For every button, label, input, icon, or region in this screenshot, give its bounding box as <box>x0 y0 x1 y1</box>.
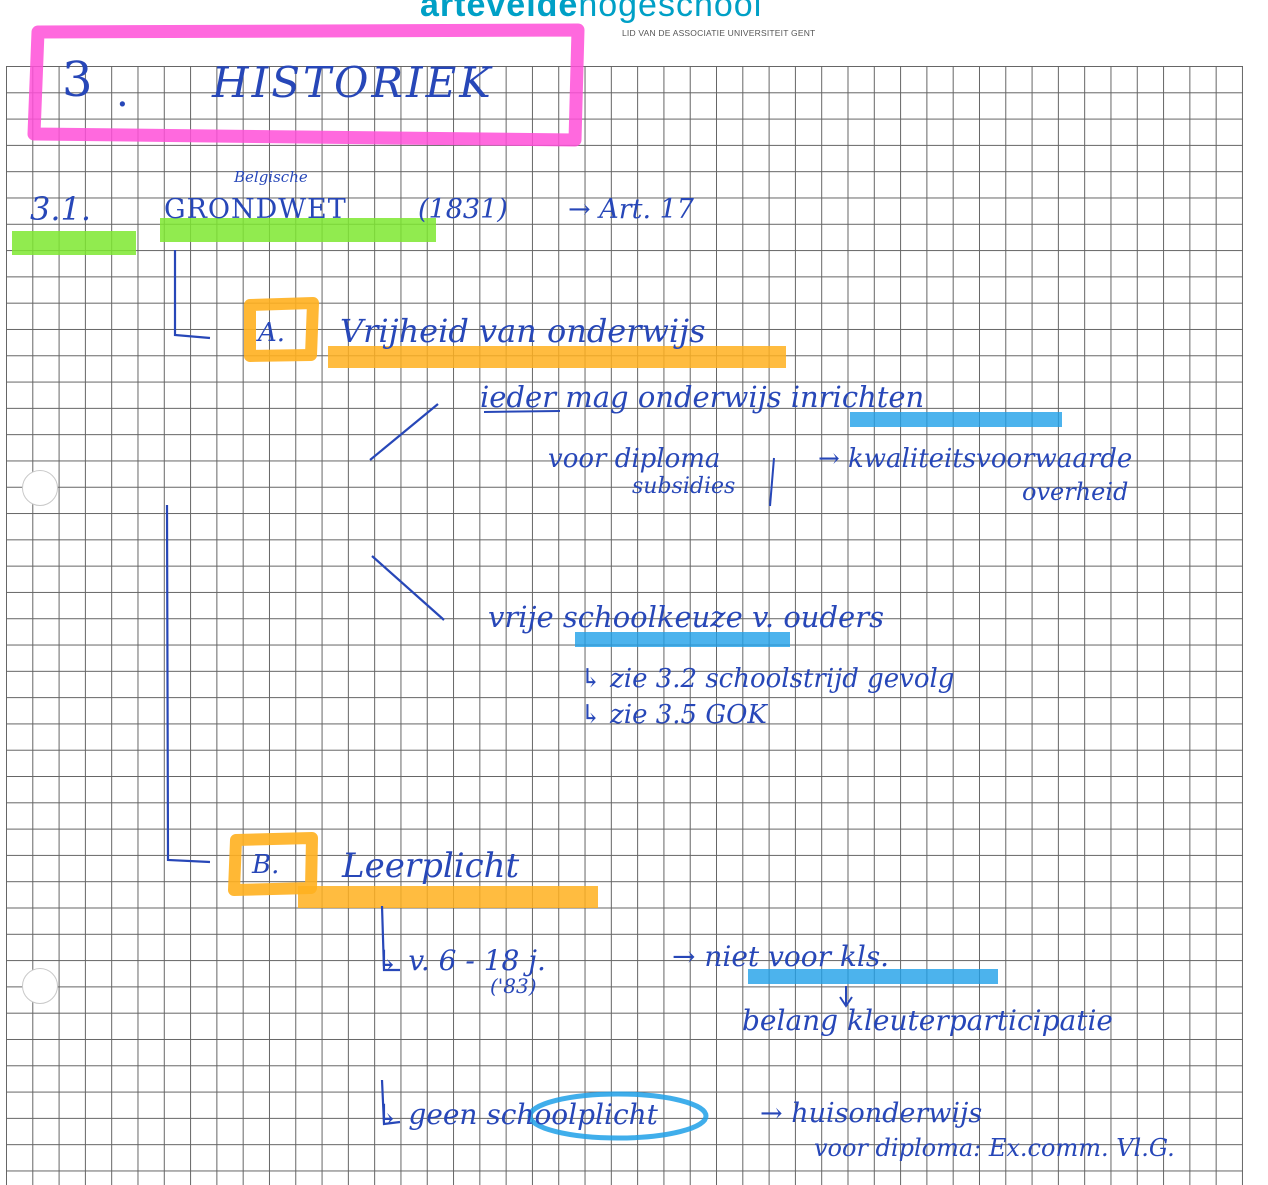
brand-bold: artevelde <box>420 0 579 24</box>
tree-line-b2 <box>380 1079 401 1126</box>
branch-up <box>369 403 439 461</box>
inrichten-highlight <box>850 412 1062 427</box>
chapter-title: HISTORIEK <box>212 58 494 107</box>
section-ref: → Art. 17 <box>568 194 694 225</box>
schoolkeuze-highlight <box>575 632 790 647</box>
niet-voor-kls-highlight <box>748 969 998 984</box>
a2-text: vrije schoolkeuze v. ouders <box>488 600 884 634</box>
title-box-highlight <box>27 23 585 147</box>
punch-hole-bottom <box>22 968 58 1004</box>
arrow-kls <box>839 986 853 1008</box>
a1-sub-left-1: voor diploma <box>548 444 721 474</box>
section-number-highlight <box>12 231 136 255</box>
a-title: Vrijheid van onderwijs <box>340 312 706 350</box>
b1-year: ('83) <box>490 974 537 998</box>
tree-line-a <box>173 250 211 340</box>
a-label: A. <box>258 318 286 348</box>
b1-note-sub: belang kleuterparticipatie <box>742 1004 1113 1037</box>
a1-text: ieder mag onderwijs inrichten <box>480 380 925 414</box>
section-number: 3.1. <box>30 190 92 228</box>
punch-hole-top <box>22 470 58 506</box>
a-title-highlight <box>328 346 786 368</box>
brand-light: hogeschool <box>578 0 763 24</box>
b2-text: ↳ geen schoolplicht <box>376 1098 658 1131</box>
chapter-dot: . <box>116 70 129 116</box>
bracket-1 <box>769 457 775 507</box>
section-title-highlight <box>160 218 436 242</box>
brand-tagline: LID VAN DE ASSOCIATIE UNIVERSITEIT GENT <box>622 28 816 38</box>
a-label-highlight <box>244 297 319 362</box>
grid-paper <box>6 66 1243 1185</box>
a2-ref2: ↳ zie 3.5 GOK <box>580 700 767 730</box>
section-year: (1831) <box>418 194 508 225</box>
tree-line-b1 <box>380 905 400 972</box>
a1-sub-left-2: subsidies <box>632 474 736 499</box>
b-title: Leerplicht <box>342 846 520 886</box>
b1-note: → niet voor kls. <box>672 940 890 973</box>
chapter-number: 3 <box>62 52 93 108</box>
b2-note-sub: voor diploma: Ex.comm. Vl.G. <box>814 1134 1175 1162</box>
tree-line-b <box>165 504 211 864</box>
section-title: GRONDWET <box>164 194 347 225</box>
branch-down <box>371 555 445 621</box>
a2-ref1: ↳ zie 3.2 schoolstrijd gevolg <box>580 664 955 694</box>
b2-note: → huisonderwijs <box>760 1098 983 1129</box>
ieder-underline <box>483 410 561 413</box>
b1-text: ↳ v. 6 - 18 j. <box>376 944 546 977</box>
b-title-highlight <box>298 886 598 908</box>
a1-sub-right-2: overheid <box>1022 478 1129 506</box>
schoolplicht-circle <box>527 1091 709 1141</box>
a1-sub-right-1: → kwaliteitsvoorwaarde <box>818 444 1133 474</box>
b-label: B. <box>252 850 280 880</box>
section-title-note: Belgische <box>234 168 308 186</box>
brand-logo: arteveldehogeschool <box>420 0 762 25</box>
